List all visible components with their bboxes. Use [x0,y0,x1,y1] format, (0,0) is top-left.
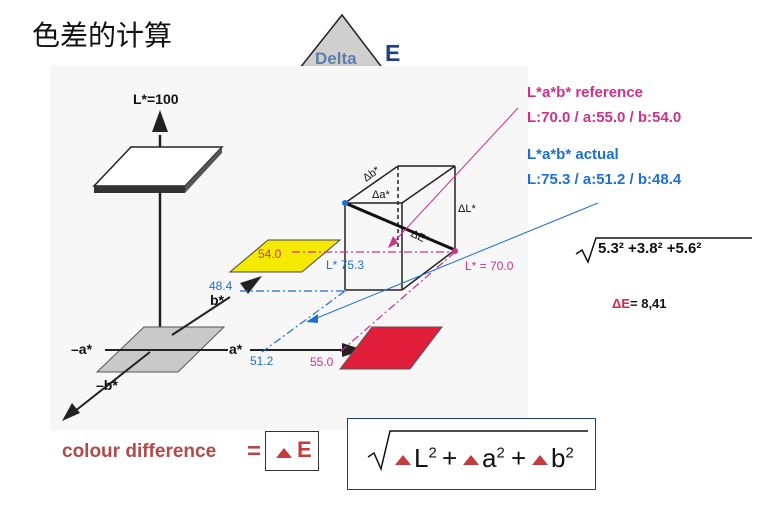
formula-delta-a-icon [463,455,479,465]
b-axis-arrow-icon [240,276,262,294]
logo-delta-text: Delta [315,49,357,68]
formula-delta-l-icon [395,455,411,465]
b-actual-label: 48.4 [209,279,233,293]
b-pos-label: b* [210,292,225,308]
l-axis-arrow-icon [152,110,168,132]
delta-b-label: Δb* [361,164,383,184]
a-axis-arrow-icon [342,343,364,357]
delta-e-label: ΔE* [409,228,432,247]
delta-cube [344,165,456,291]
result-e-label: E [621,296,631,311]
formula-plus-2: + [511,443,527,473]
delta-l-label: ΔL* [458,203,476,215]
colour-difference-label: colour difference [62,441,217,462]
actual-pointer-line [311,202,599,321]
formula-delta-b-icon [532,455,548,465]
a-pos-label: a* [229,341,243,357]
reference-point [452,248,458,254]
b-axis-negative [69,351,151,416]
calc-sqrt-icon [575,237,752,264]
b-axis-neg-arrow-icon [62,403,80,421]
actual-projections [240,290,346,353]
delta-a-label: Δa* [372,189,390,201]
l100-plane-edge [94,186,185,193]
a-neg-label: –a* [71,341,93,357]
actual-point [342,200,348,206]
reference-projections [292,251,456,353]
b-reference-label: 54.0 [258,247,282,261]
actual-heading: L*a*b* actual [527,146,619,163]
formula-sqrt-icon [367,430,588,472]
colour-difference-symbol-box [265,431,319,471]
formula-l-term: L2 [414,443,437,473]
b-neg-label: –b* [96,377,118,393]
b-axis-positive [171,296,231,336]
l-axis-top-label: L*=100 [133,91,179,107]
cd-delta-icon [276,448,292,458]
result-delta-icon: Δ [612,296,622,311]
reference-heading: L*a*b* reference [527,84,643,101]
colour-difference-equals: = [247,438,262,465]
reference-values: L:70.0 / a:55.0 / b:54.0 [527,109,682,126]
reference-pointer-arrow-icon [388,236,398,248]
formula-a-term: a2 [482,443,505,473]
reference-pointer-line [391,107,519,245]
formula-plus-1: + [442,443,458,473]
page-title: 色差的计算 [32,19,173,52]
formula-box [347,418,596,490]
l-reference-label: L* = 70.0 [465,259,514,273]
l100-plane-side [185,147,222,193]
a-actual-label: 51.2 [250,354,274,368]
actual-pointer-arrow-icon [306,314,318,323]
l-actual-label: L* 75.3 [326,258,364,272]
logo-e-text: E [385,40,400,66]
red-a-plane [338,326,444,370]
actual-values: L:75.3 / a:51.2 / b:48.4 [527,171,682,188]
delta-e-result: ΔE= 8,41 [612,296,667,311]
yellow-b-plane [228,239,342,273]
a-reference-label: 55.0 [310,355,334,369]
formula-b-term: b2 [551,443,574,473]
l100-plane [92,146,224,187]
result-value: = 8,41 [630,296,667,311]
calc-expression: 5.3² +3.8² +5.6² [598,240,702,257]
colour-difference-symbol: E [297,437,312,462]
delta-e-vector [344,201,456,252]
